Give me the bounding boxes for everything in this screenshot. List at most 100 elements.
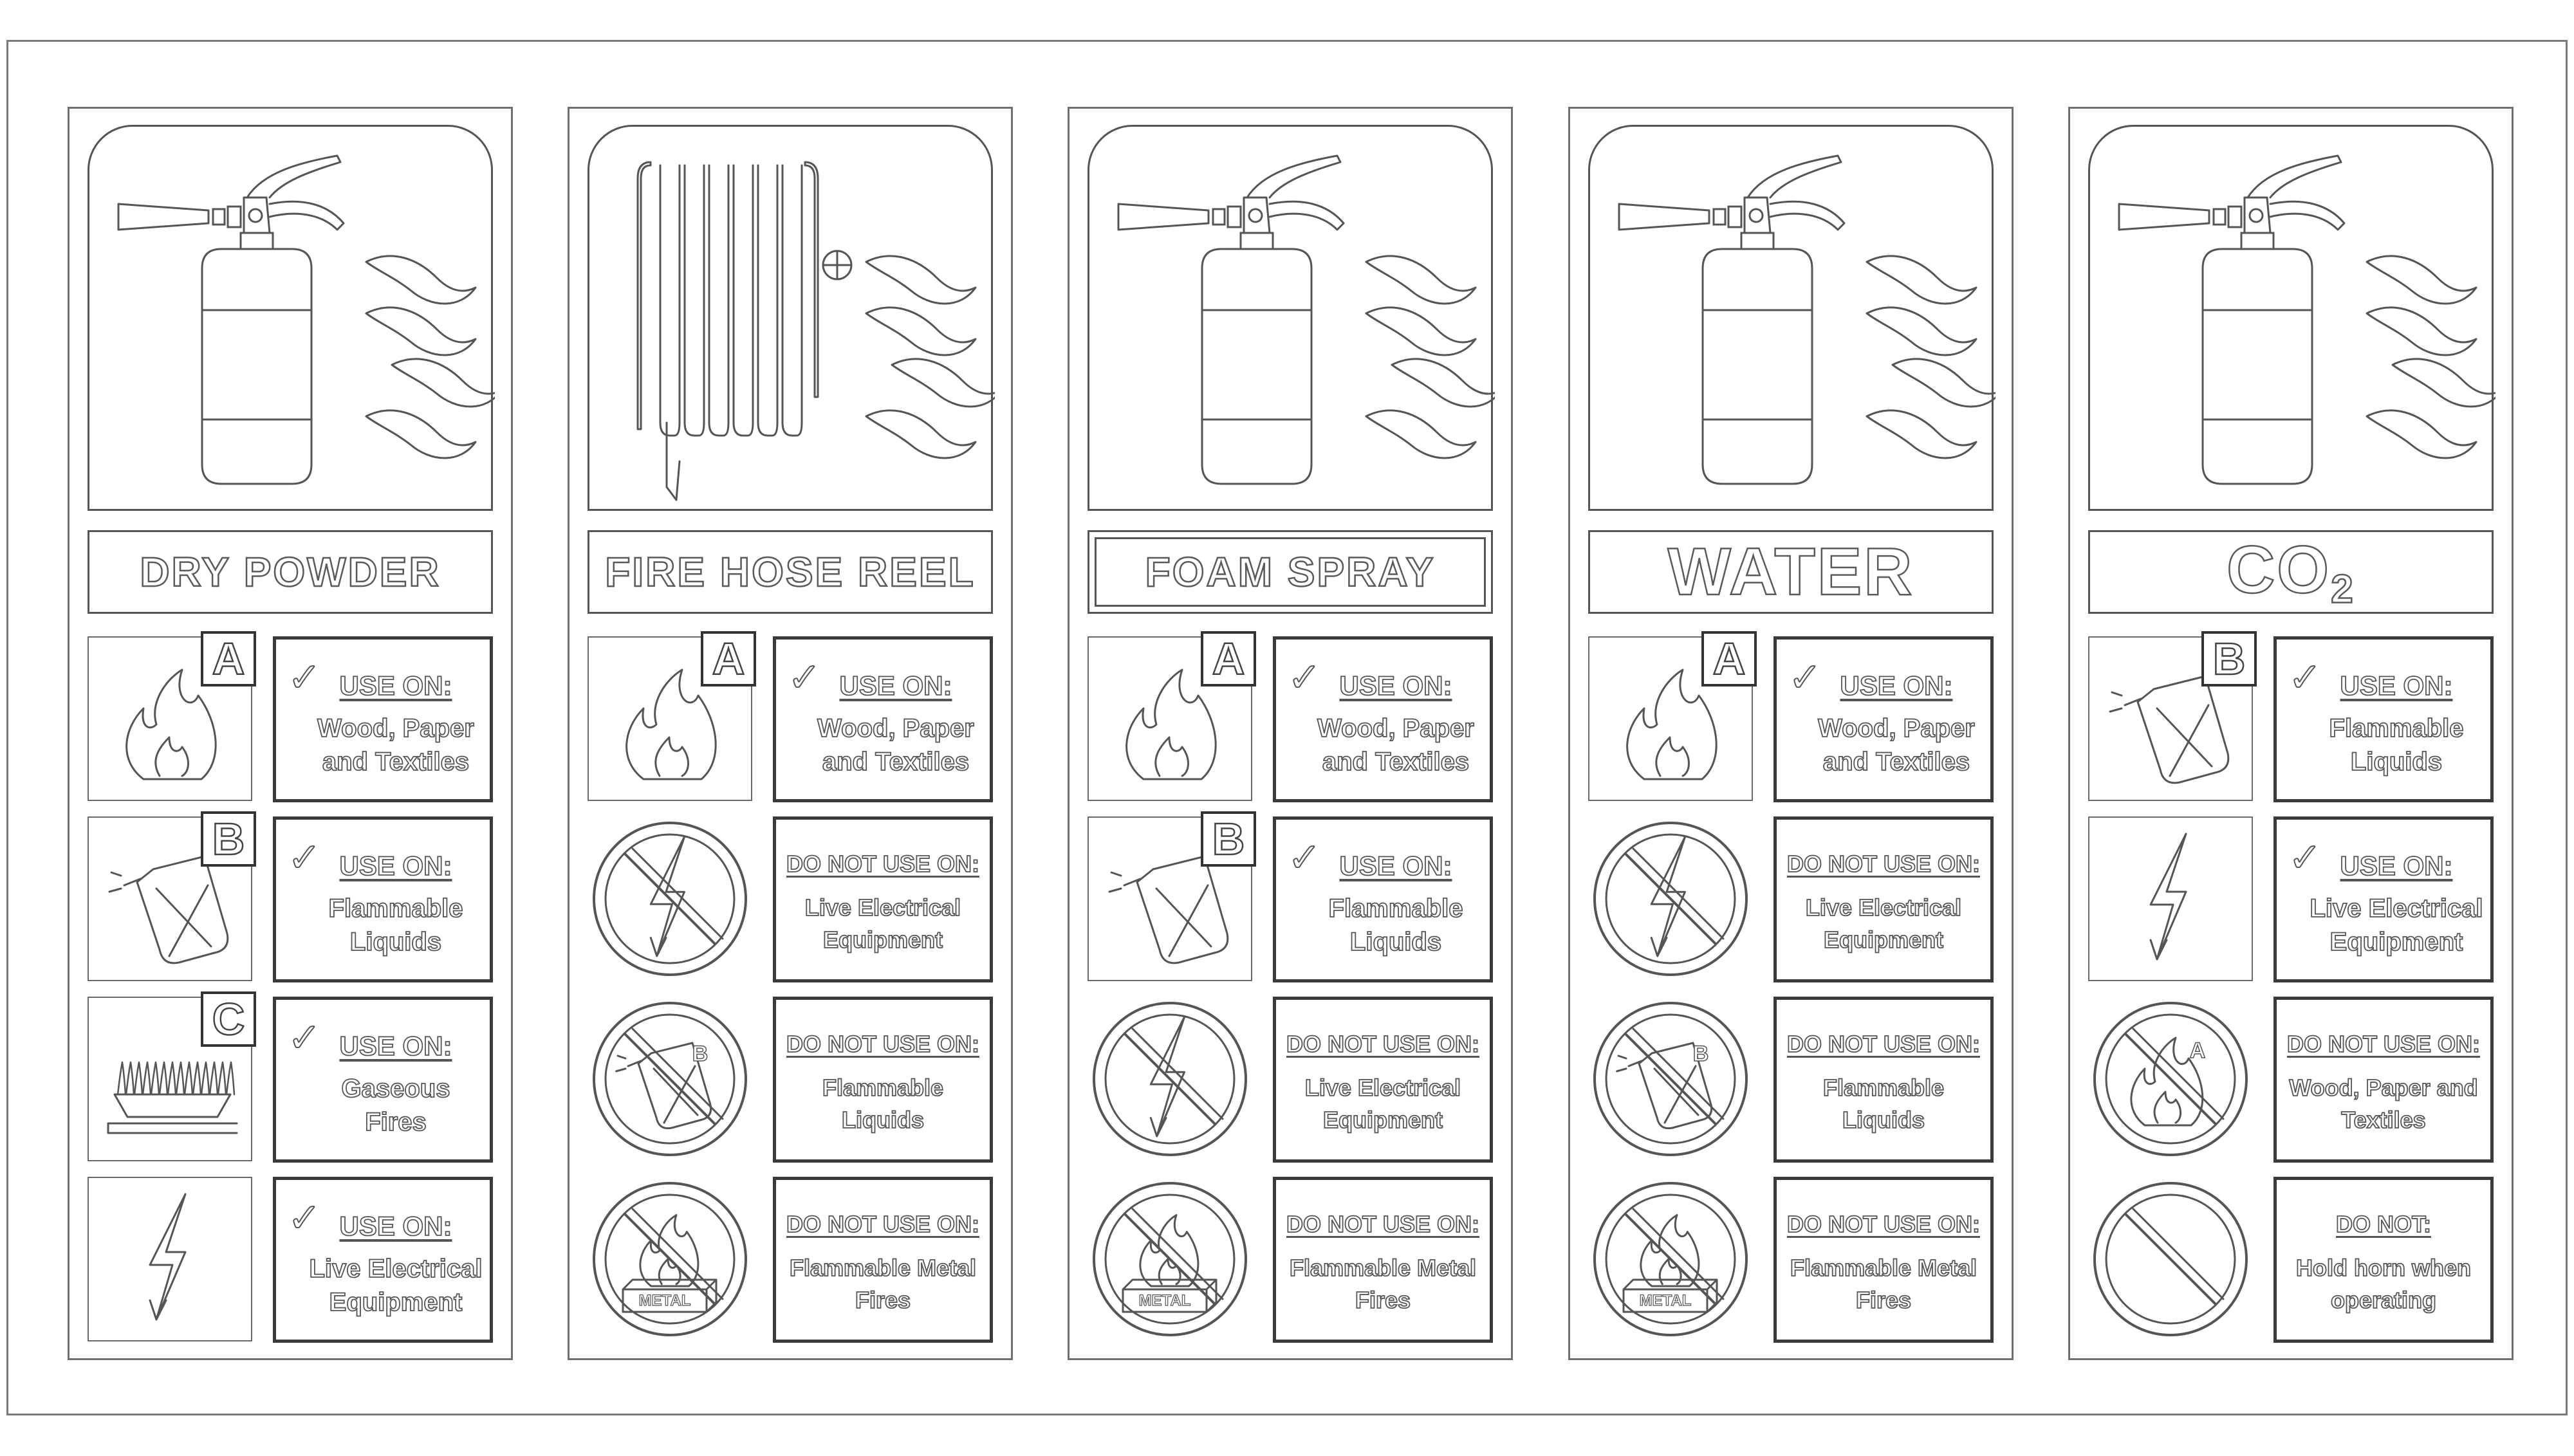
extinguisher-pictogram [1588,125,1995,511]
class-a-small-label: A [2190,1038,2206,1063]
usage-heading: DO NOT USE ON: [1286,1210,1480,1238]
extinguisher-pictogram [88,125,495,511]
agent-name: WATER [1667,533,1914,610]
usage-line: Fires [1855,1286,1912,1314]
usage-line: and Textiles [822,747,970,777]
no-electrical-icon [1588,816,1753,981]
usage-line: Equipment [1823,926,1944,954]
usage-heading: USE ON: [339,1030,453,1062]
usage-line: Live Electrical [309,1254,483,1284]
electrical-icon [2088,816,2253,981]
usage-line: Equipment [2329,927,2463,957]
check-mark-icon: ✓ [2288,653,2322,701]
usage-line: Live Electrical [2310,894,2484,923]
usage-heading: DO NOT USE ON: [1286,1030,1480,1058]
usage-line: Liquids [1842,1106,1925,1134]
usage-heading: USE ON: [1339,850,1453,881]
fire-class-badge: B [2201,631,2257,687]
check-mark-icon: ✓ [287,653,322,701]
usage-line: Flammable [2329,714,2465,743]
usage-line: Equipment [329,1287,463,1317]
class-b-liquid-icon: B [2088,631,2257,801]
fire-class-badge: A [201,631,256,687]
fire-flames-icon [1866,255,1995,459]
usage-heading: USE ON: [1339,670,1453,701]
agent-nameplate: WATER [1588,530,1994,614]
fire-class-badge: A [701,631,756,687]
usage-description: Hold horn when operating [2282,1252,2485,1316]
extinguisher-icon [2118,154,2346,485]
usage-line: operating [2330,1286,2437,1314]
usage-heading: DO NOT USE ON: [786,850,980,878]
fire-flames-icon [865,255,995,459]
usage-line: Fires [855,1286,911,1314]
usage-line: Hold horn when [2295,1254,2472,1282]
hose-reel-icon [636,161,853,501]
sheet-border [6,40,2568,1415]
extinguisher-pictogram [2088,125,2495,511]
check-mark-icon: ✓ [1287,833,1322,881]
usage-heading: USE ON: [339,850,453,881]
fire-class-badge: B [201,811,256,867]
usage-line: Wood, Paper [817,714,975,743]
class-a-fire-icon: A [1588,631,1757,801]
fire-class-badge: A [1201,631,1256,687]
extinguisher-pictogram [1088,125,1495,511]
usage-description: Wood, Paper and Textiles [781,712,985,779]
check-mark-icon: ✓ [287,833,322,881]
usage-line: Wood, Paper [317,714,475,743]
usage-heading: DO NOT USE ON: [786,1030,980,1058]
fire-class-badge: A [1701,631,1757,687]
usage-heading: USE ON: [2340,670,2454,701]
usage-line: Flammable Metal [789,1254,977,1282]
fire-flames-icon [365,255,495,459]
class-b-liquid-icon: B [88,811,256,981]
usage-heading: USE ON: [1840,670,1954,701]
fire-class-badge: B [1201,811,1256,867]
usage-heading: USE ON: [339,1210,453,1242]
electrical-icon [88,1177,252,1341]
agent-nameplate: CO2 [2088,530,2494,614]
usage-line: Liquids [1349,927,1442,957]
fire-flames-icon [1365,255,1495,459]
usage-line: and Textiles [1322,747,1470,777]
class-b-small-label: B [1693,1042,1709,1066]
usage-line: Flammable [1822,1074,1945,1101]
check-mark-icon: ✓ [287,1013,322,1062]
class-c-gas-icon: C [88,991,256,1161]
no-metal-fire-icon: METAL [588,1177,752,1341]
